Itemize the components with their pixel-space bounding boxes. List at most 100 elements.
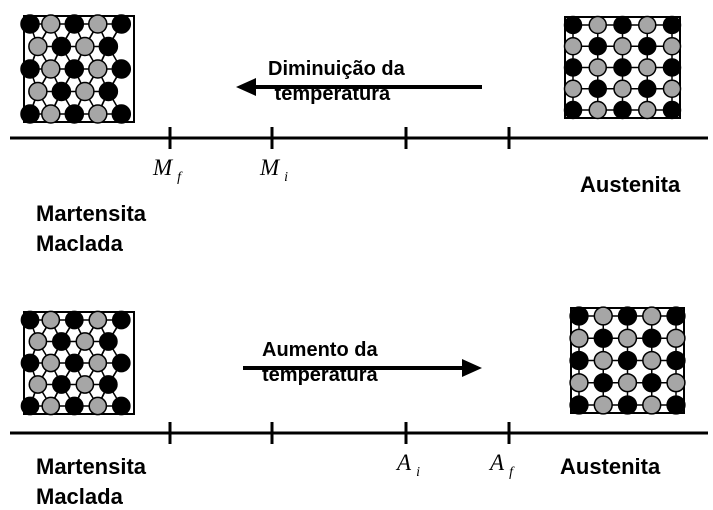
twinned-martensite-lattice-bottom — [20, 310, 135, 416]
top-arrow-label: Diminuição da temperatura — [268, 57, 405, 107]
atom-gray — [88, 14, 108, 34]
atom-gray — [662, 79, 682, 98]
atom-dark — [98, 36, 119, 57]
bottom-arrow-label-line2: temperatura — [262, 364, 378, 386]
top-arrow-label-line1: Diminuição da — [268, 58, 405, 80]
atom-dark — [563, 100, 583, 120]
atom-dark — [638, 37, 657, 56]
atom-gray — [642, 306, 662, 326]
atom-gray — [75, 36, 95, 57]
atom-dark — [64, 310, 84, 330]
atom-dark — [617, 350, 638, 371]
atom-dark — [111, 310, 131, 330]
atom-gray — [41, 396, 61, 416]
atom-dark — [51, 36, 72, 57]
atom-gray — [28, 81, 48, 102]
atom-gray — [588, 15, 607, 35]
atom-gray — [88, 310, 108, 330]
atom-gray — [617, 328, 638, 348]
atom-gray — [638, 58, 657, 77]
atom-gray — [588, 100, 607, 120]
atom-dark — [613, 100, 632, 120]
atom-dark — [613, 58, 632, 77]
atom-gray — [563, 79, 583, 98]
bottom-martensite-label-line2: Maclada — [36, 484, 123, 509]
atom-dark — [64, 59, 85, 79]
atom-dark — [593, 373, 613, 393]
atom-gray — [75, 81, 95, 102]
atom-gray — [593, 395, 613, 415]
top-martensite-label-line2: Maclada — [36, 231, 123, 256]
atom-dark — [52, 375, 71, 394]
bottom-austenite-label: Austenita — [560, 454, 661, 479]
atom-gray — [666, 373, 686, 393]
atom-gray — [75, 332, 95, 351]
atom-dark — [64, 396, 84, 416]
atom-dark — [51, 81, 72, 102]
atom-dark — [613, 15, 632, 35]
atom-dark — [20, 59, 40, 79]
atom-dark — [563, 58, 583, 77]
atom-dark — [20, 310, 40, 330]
atom-dark — [64, 353, 84, 373]
atom-dark — [662, 58, 682, 77]
atom-gray — [588, 58, 607, 77]
atom-dark — [99, 375, 118, 394]
atom-dark — [64, 104, 85, 124]
atom-gray — [88, 396, 108, 416]
decrease-temperature-arrow — [236, 78, 482, 96]
atom-gray — [638, 15, 657, 35]
atom-gray — [593, 350, 613, 371]
atom-dark — [593, 328, 613, 348]
atom-dark — [52, 332, 71, 351]
atom-dark — [111, 14, 132, 34]
top-arrow-label-line2: temperatura — [274, 83, 391, 105]
atom-dark — [588, 79, 607, 98]
atom-gray — [41, 310, 61, 330]
austenite-lattice-bottom — [569, 306, 686, 415]
atom-gray — [88, 104, 108, 124]
atom-gray — [28, 332, 48, 351]
atom-dark — [666, 306, 686, 326]
atom-dark — [662, 15, 682, 35]
atom-dark — [642, 328, 662, 348]
atom-dark — [20, 14, 40, 34]
atom-dark — [111, 59, 132, 79]
atom-gray — [28, 375, 48, 394]
atom-dark — [569, 395, 589, 415]
atom-dark — [642, 373, 662, 393]
atom-dark — [569, 306, 589, 326]
atom-gray — [569, 328, 589, 348]
bottom-martensite-label: Martensita Maclada — [36, 454, 146, 510]
atom-gray — [563, 37, 583, 56]
atom-gray — [569, 373, 589, 393]
atom-gray — [41, 59, 61, 79]
atom-gray — [593, 306, 613, 326]
atom-gray — [28, 36, 48, 57]
bottom-arrow-label: Aumento da temperatura — [262, 338, 378, 388]
atom-dark — [617, 306, 638, 326]
atom-dark — [569, 350, 589, 371]
atom-dark — [64, 14, 85, 34]
atom-dark — [99, 332, 118, 351]
atom-dark — [111, 396, 131, 416]
atom-dark — [20, 396, 40, 416]
atom-dark — [111, 353, 131, 373]
increase-temperature-arrow — [243, 359, 482, 377]
atom-gray — [41, 353, 61, 373]
atom-gray — [613, 79, 632, 98]
atom-dark — [20, 353, 40, 373]
atom-gray — [88, 353, 108, 373]
austenite-lattice-top — [563, 15, 682, 120]
atom-dark — [588, 37, 607, 56]
atom-gray — [642, 395, 662, 415]
top-austenite-label: Austenita — [580, 172, 681, 197]
top-martensite-label-line1: Martensita — [36, 201, 147, 226]
atom-gray — [613, 37, 632, 56]
bottom-martensite-label-line1: Martensita — [36, 454, 147, 479]
